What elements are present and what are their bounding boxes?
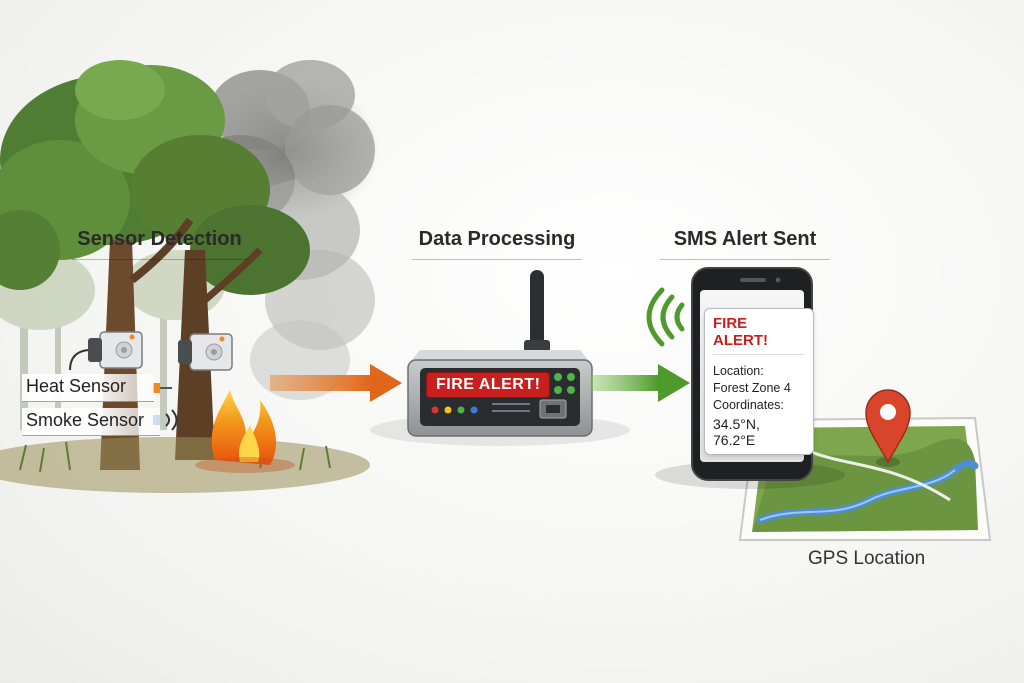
sms-location-label: Location: (713, 364, 764, 378)
data-processing-title: Data Processing (412, 228, 582, 260)
arrow-right-icon (270, 364, 402, 402)
antenna-icon (524, 270, 550, 360)
ground (0, 437, 370, 493)
flame-icon (195, 390, 295, 473)
sms-message-header: FIRE ALERT! (713, 315, 805, 355)
smoke-sensor-device (178, 333, 233, 371)
smoke-sensor-label: Smoke Sensor (22, 408, 160, 436)
forest-scene (0, 60, 380, 493)
sensor-detection-title: Sensor Detection (72, 228, 247, 260)
sms-coordinates-label: Coordinates: (713, 398, 784, 412)
heat-sensor-label: Heat Sensor (22, 374, 154, 402)
router-fire-alert-badge: FIRE ALERT! (426, 372, 551, 398)
sms-alert-title: SMS Alert Sent (660, 228, 830, 260)
location-pin-icon (865, 389, 911, 467)
gps-location-label: GPS Location (808, 548, 926, 569)
sms-location-value: Forest Zone 4 (713, 381, 791, 395)
heat-sensor-device (69, 331, 143, 371)
arrow-right-icon (590, 364, 690, 402)
sms-message-bubble: FIRE ALERT! Location: Forest Zone 4 Coor… (704, 308, 814, 455)
sms-coordinates-value: 34.5°N, 76.2°E (713, 416, 760, 448)
router-icon (370, 270, 630, 446)
signal-waves-icon (646, 287, 685, 347)
